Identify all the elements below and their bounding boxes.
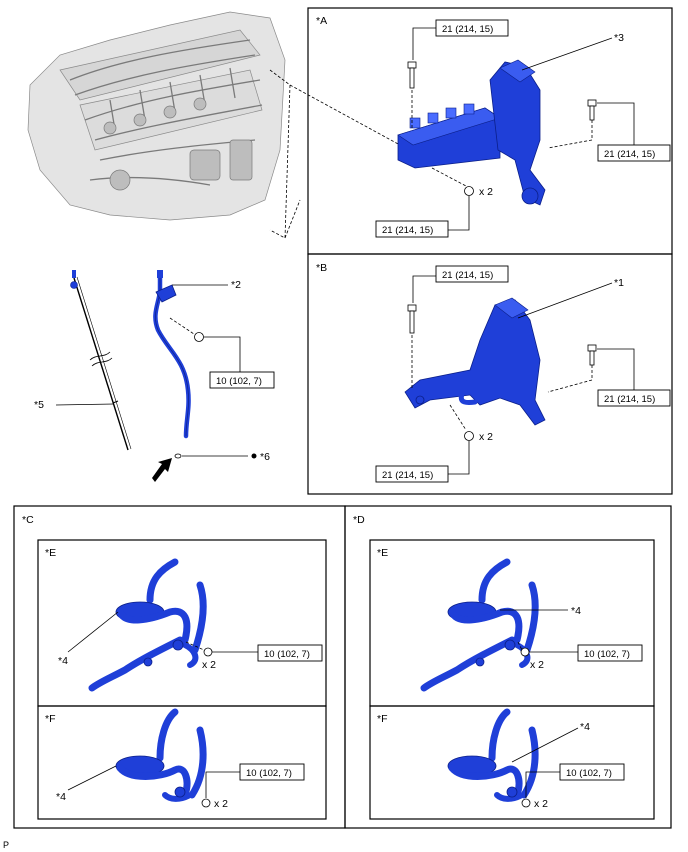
panel-A-label: *A xyxy=(316,15,327,27)
footer-code: P xyxy=(3,840,9,850)
callout-2: *2 xyxy=(231,279,241,291)
torque-B-right: 21 (214, 15) xyxy=(604,394,655,405)
bolt-guide xyxy=(169,317,241,372)
leader-4-C-E xyxy=(67,611,119,653)
leader-bolt-D-F xyxy=(525,771,560,798)
panel-B-frame xyxy=(307,253,673,495)
panel-D-E-frame xyxy=(369,539,655,707)
engine-to-A-leader-1 xyxy=(289,84,401,146)
bolt-A-bottom xyxy=(431,167,474,231)
qty-A-bottom: x 2 xyxy=(479,186,493,198)
panel-C-F-label: *F xyxy=(45,713,56,725)
oil-level-gauge-5 xyxy=(70,270,132,451)
panel-C-label: *C xyxy=(22,514,34,526)
oil-level-gauge-guide-2 xyxy=(153,270,191,439)
torque-D-F: 10 (102, 7) xyxy=(566,768,612,779)
bolt-D-E xyxy=(520,647,530,657)
torque-box-B-top xyxy=(435,265,509,283)
egr-cooler-assembly-3 xyxy=(397,59,546,206)
qty-D-F: x 2 xyxy=(534,798,548,810)
qty-C-F: x 2 xyxy=(214,798,228,810)
panel-D-F-label: *F xyxy=(377,713,388,725)
oil-pipe-4-C-F xyxy=(116,712,203,799)
torque-box-A-right xyxy=(597,144,671,162)
panel-C-E-label: *E xyxy=(45,547,56,559)
callout-3: *3 xyxy=(614,32,624,44)
torque-guide: 10 (102, 7) xyxy=(216,376,262,387)
leader-callout-5 xyxy=(55,403,115,406)
oil-pipe-4-D-F xyxy=(448,712,535,799)
panel-C-E-frame xyxy=(37,539,327,707)
qty-D-E: x 2 xyxy=(530,659,544,671)
arrow-icon xyxy=(152,458,172,482)
torque-B-top: 21 (214, 15) xyxy=(442,270,493,281)
engine-to-A-leader-2 xyxy=(284,199,301,239)
bolt-A-right xyxy=(547,99,635,149)
qty-B-bottom: x 2 xyxy=(479,431,493,443)
qty-C-E: x 2 xyxy=(202,659,216,671)
leader-4-C-F xyxy=(67,765,117,791)
bolt-B-top xyxy=(407,275,436,388)
callout-5: *5 xyxy=(34,399,44,411)
oil-pipe-4-C-E xyxy=(92,562,203,688)
torque-box-D-E xyxy=(577,644,643,662)
bolt-C-F xyxy=(201,798,211,808)
torque-C-E: 10 (102, 7) xyxy=(264,649,310,660)
leader-4-D-F xyxy=(511,727,579,763)
dash-bolt-C-E xyxy=(185,641,205,651)
oil-pipe-4-D-E xyxy=(424,562,535,688)
torque-box-D-F xyxy=(559,763,625,781)
panel-D-frame xyxy=(344,505,672,829)
leader-callout-3 xyxy=(521,37,613,71)
engine-illustration xyxy=(27,11,291,239)
torque-D-E: 10 (102, 7) xyxy=(584,649,630,660)
torque-box-A-top xyxy=(435,19,509,37)
torque-box-A-bottom xyxy=(375,220,449,238)
bolt-A-top xyxy=(407,27,436,130)
panel-C-F-frame xyxy=(37,705,327,820)
dash-bolt-D-E xyxy=(517,641,523,651)
bolt-D-F xyxy=(521,798,531,808)
panel-D-E-label: *E xyxy=(377,547,388,559)
torque-box-B-right xyxy=(597,389,671,407)
callout-4-D-F: *4 xyxy=(580,721,590,733)
bolt-C-E xyxy=(203,647,213,657)
torque-box-B-bottom xyxy=(375,465,449,483)
bolt-B-right xyxy=(547,344,635,393)
torque-box-C-F xyxy=(239,763,305,781)
o-ring-6 xyxy=(174,453,257,459)
panel-D-label: *D xyxy=(353,514,365,526)
callout-4-C-E: *4 xyxy=(58,655,68,667)
callout-1: *1 xyxy=(614,277,624,289)
egr-pipe-bracket-assembly-1 xyxy=(404,297,546,426)
torque-box-guide xyxy=(209,371,275,389)
callout-6: *6 xyxy=(260,451,270,463)
torque-A-top: 21 (214, 15) xyxy=(442,24,493,35)
panel-B-label: *B xyxy=(316,262,327,274)
torque-box-C-E xyxy=(257,644,323,662)
callout-4-D-E: *4 xyxy=(571,605,581,617)
callout-4-C-F: *4 xyxy=(56,791,66,803)
torque-C-F: 10 (102, 7) xyxy=(246,768,292,779)
leader-bolt-C-F xyxy=(205,771,240,798)
bolt-B-bottom xyxy=(448,404,474,475)
panel-D-F-frame xyxy=(369,705,655,820)
torque-A-right: 21 (214, 15) xyxy=(604,149,655,160)
torque-B-bottom: 21 (214, 15) xyxy=(382,470,433,481)
torque-A-bottom: 21 (214, 15) xyxy=(382,225,433,236)
leader-callout-1 xyxy=(517,282,613,319)
